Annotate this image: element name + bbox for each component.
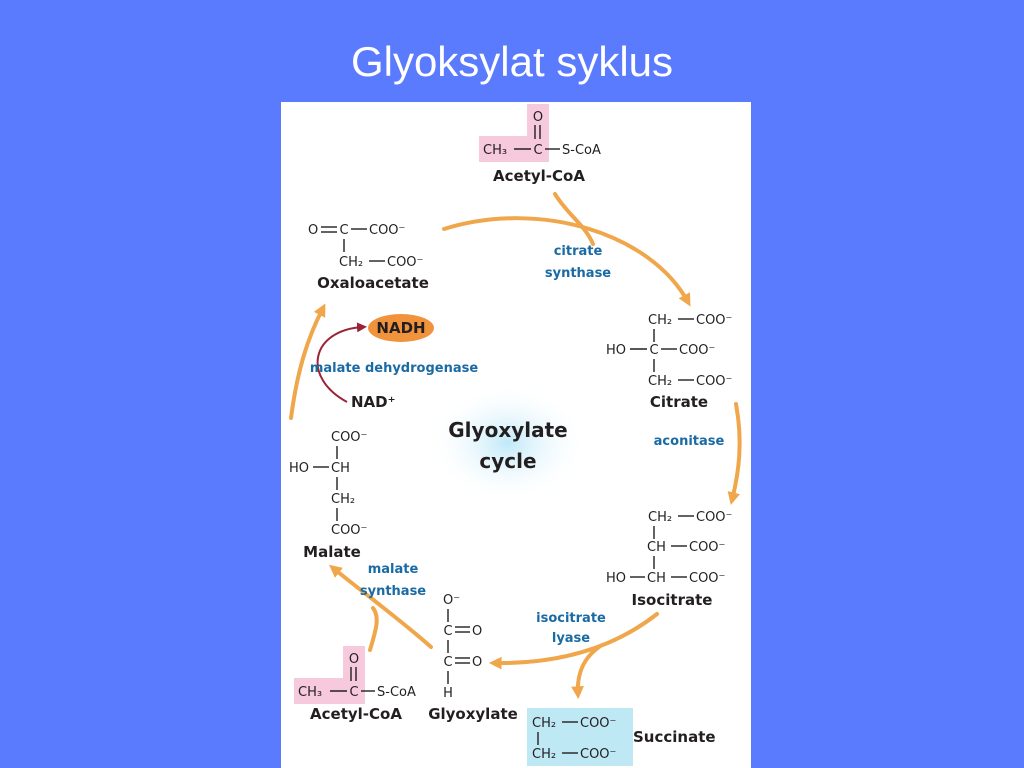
cycle-diagram: Glyoxylate cycle NADH NAD⁺ citrate synth… (289, 104, 742, 766)
succinate: CH₂ COO⁻ CH₂ COO⁻ Succinate (527, 708, 716, 766)
nadh-label: NADH (376, 319, 425, 337)
atom: S-CoA (377, 685, 416, 700)
citrate: CH₂ COO⁻ HO C COO⁻ CH₂ COO⁻ Citrate (606, 313, 732, 411)
atom: CH₂ (331, 492, 355, 507)
arrow-acetylcoa-merge-bottom (368, 606, 379, 652)
acetyl-coa-bottom: O CH₃ C S-CoA Acetyl-CoA (294, 646, 416, 723)
slide-title: Glyoksylat syklus (350, 38, 674, 85)
compound-name: Malate (303, 543, 361, 561)
atom: O (472, 655, 482, 670)
arrow-oxaloacetate-to-citrate (442, 216, 691, 307)
atom: COO⁻ (679, 343, 715, 358)
atom: S-CoA (562, 143, 601, 158)
atom: COO⁻ (331, 430, 367, 445)
succinate-highlight (527, 708, 633, 766)
atom: CH₂ (648, 374, 672, 389)
enzyme-citrate-synthase-2: synthase (545, 266, 611, 281)
glyoxylate-cycle-figure: Glyoxylate cycle NADH NAD⁺ citrate synth… (281, 102, 751, 768)
atom: CH₂ (532, 747, 556, 762)
atom: CH (647, 540, 666, 555)
compound-name: Acetyl-CoA (310, 705, 402, 723)
atom: CH (331, 461, 350, 476)
atom: CH (647, 571, 666, 586)
acetyl-coa-top: O CH₃ C S-CoA Acetyl-CoA (479, 104, 601, 185)
arrow-acetylcoa-merge-top (553, 192, 595, 246)
atom: HO (289, 461, 309, 476)
atom: O (349, 652, 359, 667)
atom: COO⁻ (580, 747, 616, 762)
enzyme-citrate-synthase-1: citrate (554, 244, 603, 259)
atom: O (533, 110, 543, 125)
atom: CH₂ (648, 510, 672, 525)
atom: COO⁻ (696, 510, 732, 525)
enzyme-aconitase: aconitase (654, 434, 725, 449)
atom: CH₃ (298, 685, 322, 700)
arrow-isocitrate-to-succinate (571, 645, 601, 700)
enzyme-isocitrate-lyase-2: lyase (552, 631, 590, 646)
atom: CH₂ (339, 255, 363, 270)
nadh-badge (368, 314, 434, 342)
atom: C (349, 685, 358, 700)
atom: COO⁻ (696, 313, 732, 328)
atom: O (472, 624, 482, 639)
atom: O (308, 223, 318, 238)
arrow-citrate-to-isocitrate (727, 402, 742, 505)
compound-name: Oxaloacetate (317, 274, 429, 292)
malate: COO⁻ HO CH CH₂ COO⁻ Malate (289, 430, 367, 561)
arrow-malate-to-oxaloacetate (289, 303, 326, 420)
nad-to-nadh-arrow (316, 322, 367, 403)
atom: CH₂ (648, 313, 672, 328)
oxaloacetate: O C COO⁻ CH₂ COO⁻ Oxaloacetate (308, 223, 429, 292)
atom: COO⁻ (689, 571, 725, 586)
atom: CH₂ (532, 716, 556, 731)
atom: COO⁻ (580, 716, 616, 731)
atom: COO⁻ (369, 223, 405, 238)
arrow-isocitrate-to-glyoxylate (488, 612, 659, 670)
center-label-line2: cycle (479, 449, 536, 473)
atom: C (339, 223, 348, 238)
atom: O⁻ (443, 593, 460, 608)
enzyme-malate-dehydrogenase: malate dehydrogenase (310, 361, 478, 376)
atom: COO⁻ (387, 255, 423, 270)
atom: C (443, 624, 452, 639)
compound-name: Succinate (633, 728, 716, 746)
glyoxylate: O⁻ C O C O H Glyoxylate (428, 593, 518, 723)
arrow-glyoxylate-to-malate (329, 564, 433, 649)
acetyl-highlight-top-2 (527, 104, 549, 162)
compound-name: Glyoxylate (428, 705, 518, 723)
atom: HO (606, 571, 626, 586)
center-label-line1: Glyoxylate (448, 418, 567, 442)
atom: H (443, 686, 453, 701)
atom: COO⁻ (331, 523, 367, 538)
atom: CH₃ (483, 143, 507, 158)
compound-name: Citrate (650, 393, 708, 411)
acetyl-highlight-bottom-2 (343, 646, 365, 704)
enzyme-isocitrate-lyase-1: isocitrate (536, 611, 606, 626)
atom: C (649, 343, 658, 358)
atom: C (443, 655, 452, 670)
compound-name: Isocitrate (632, 591, 713, 609)
center-glow (428, 383, 588, 503)
atom: COO⁻ (689, 540, 725, 555)
enzyme-malate-synthase-1: malate (368, 562, 419, 577)
atom: HO (606, 343, 626, 358)
nad-label: NAD⁺ (351, 393, 396, 411)
isocitrate: CH₂ COO⁻ CH COO⁻ HO CH COO⁻ Isocitrate (606, 510, 732, 609)
atom: C (533, 143, 542, 158)
compound-name: Acetyl-CoA (493, 167, 585, 185)
atom: COO⁻ (696, 374, 732, 389)
enzyme-malate-synthase-2: synthase (360, 584, 426, 599)
